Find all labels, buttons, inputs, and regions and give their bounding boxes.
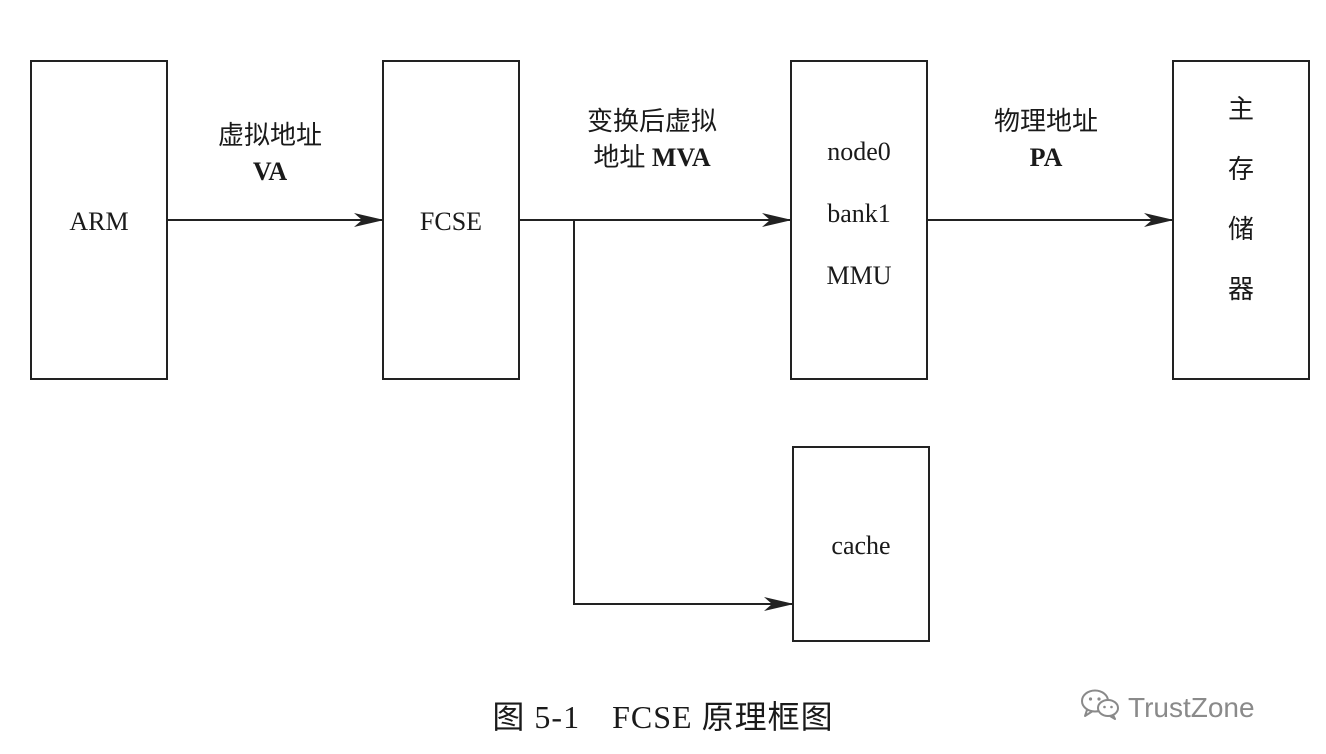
va-label-line1: 虚拟地址 [217,121,323,150]
watermark: TrustZone [1080,688,1255,727]
va-label-line2: VA [252,157,288,186]
va-edge-label: 虚拟地址 VA [218,118,322,190]
fcse-box [382,60,520,380]
mva-label-line2: 地址 MVA [587,140,717,176]
mmu-label-bank1: bank1 [827,199,891,228]
watermark-text: TrustZone [1128,691,1255,723]
cache-box [792,446,930,642]
main-memory-char-1: 主 [1227,95,1255,124]
pa-edge-label: 物理地址 PA [994,104,1098,176]
mva-label-line1: 变换后虚拟 [586,107,718,136]
arrow-fcse-to-cache [573,220,794,611]
pa-label-line2: PA [1029,143,1063,172]
arm-label: ARM [69,207,129,236]
cache-label: cache [831,531,891,560]
pa-label-line1: 物理地址 [993,107,1099,136]
mmu-label-node0: node0 [827,137,891,166]
wechat-icon [1080,688,1120,727]
mva-edge-label: 变换后虚拟 地址 MVA [587,104,717,176]
mva-label-prefix: 地址 [593,143,652,172]
figure-caption: 图 5-1 FCSE 原理框图 [0,692,1326,738]
figure-title: FCSE 原理框图 [612,699,834,735]
mmu-label-mmu: MMU [826,261,892,290]
main-memory-char-4: 器 [1227,275,1255,304]
main-memory-char-2: 存 [1227,155,1255,184]
fcse-label: FCSE [419,207,483,236]
figure-number: 图 5-1 [492,699,581,735]
arm-box [30,60,168,380]
main-memory-char-3: 储 [1227,215,1255,244]
mva-label-bold: MVA [651,143,711,172]
main-memory-label: 主 存 储 器 [1228,80,1254,320]
